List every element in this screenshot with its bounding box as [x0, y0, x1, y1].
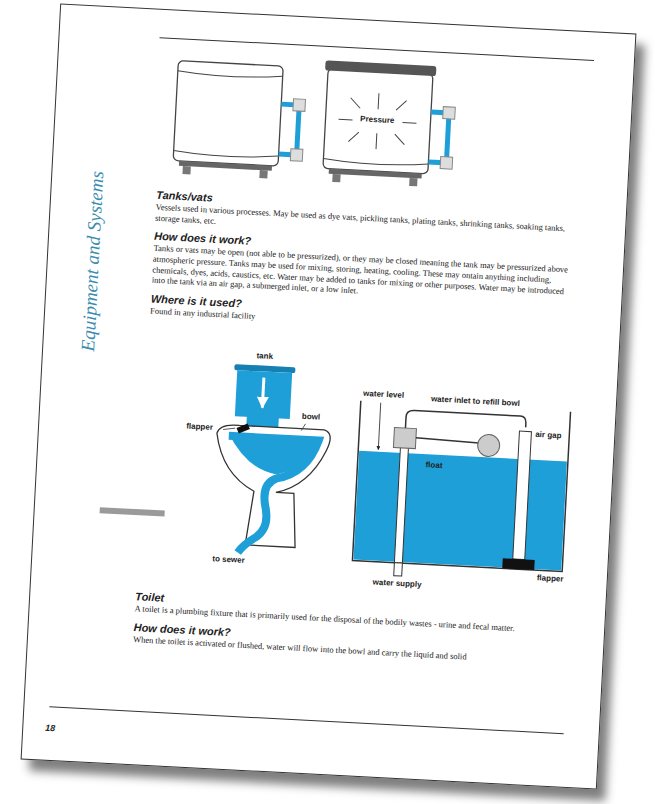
closed-tank-part — [323, 158, 428, 166]
side-bar — [100, 507, 165, 516]
open-tank-part — [279, 104, 300, 155]
rule-lines-part — [49, 707, 563, 734]
rule-lines-part — [160, 38, 594, 61]
page-illustrations — [22, 4, 636, 788]
toilet-drawing-part — [301, 424, 305, 431]
closed-tank-part — [402, 122, 416, 124]
toilet-tank-section-part — [513, 431, 532, 559]
toilet-tank-section-part — [416, 438, 479, 443]
part-label: to sewer — [212, 554, 245, 565]
toilet-drawing — [211, 363, 334, 557]
closed-tank-part — [409, 178, 417, 186]
toilet-tank-section-part — [477, 434, 500, 457]
toilet-tank-section — [352, 401, 571, 585]
closed-tank-part — [378, 93, 380, 109]
pressure-label: Pressure — [360, 114, 395, 125]
text-column: Tanks/vatsVessels used in various proces… — [150, 182, 581, 338]
closed-tank-part — [323, 69, 433, 174]
closed-tank — [319, 60, 457, 188]
closed-tank-part — [339, 119, 353, 121]
toilet-drawing-part — [237, 424, 250, 434]
closed-tank-part — [348, 132, 359, 143]
closed-tank-part — [396, 100, 407, 111]
closed-tank-part — [332, 174, 340, 182]
part-label: air gap — [535, 430, 562, 440]
toilet-tank-section-part — [378, 403, 380, 450]
closed-tank-part — [325, 60, 436, 76]
text-column: ToiletA toilet is a plumbing fixture tha… — [133, 583, 561, 666]
open-tank-part — [174, 151, 279, 159]
closed-tank-part — [394, 134, 405, 145]
closed-tank-part — [440, 157, 453, 170]
open-tank-part — [290, 149, 303, 162]
part-label: water inlet to refill bowl — [431, 394, 520, 408]
part-label: flapper — [186, 422, 213, 432]
page-number: 18 — [45, 723, 56, 734]
toilet-tank-section-part — [502, 558, 534, 570]
body-text: Found in any industrial facility — [150, 305, 575, 338]
toilet-tank-section-part — [394, 563, 403, 576]
part-label: tank — [256, 351, 273, 361]
body-text: When the toilet is activated or flushed,… — [133, 634, 558, 667]
closed-tank-part — [428, 112, 449, 163]
toilet-drawing-part — [223, 428, 235, 431]
toilet-tank-section-part — [394, 443, 408, 563]
toilet-tank-section-part — [405, 410, 526, 434]
chapter-tab: Equipment and Systems — [77, 171, 108, 352]
closed-tank-part — [350, 98, 361, 109]
open-tank-part — [173, 61, 283, 166]
toilet-drawing-part — [235, 370, 292, 419]
toilet-tank-section-part — [352, 401, 570, 572]
toilet-tank-section-part — [393, 427, 416, 448]
rule-lines — [49, 34, 599, 734]
closed-tank-part — [329, 169, 422, 179]
side-bar-part — [100, 507, 165, 516]
toilet-tank-section-part — [354, 451, 567, 571]
part-label: flapper — [537, 573, 564, 583]
open-tank-part — [293, 99, 306, 112]
book-page: Tanks/vatsVessels used in various proces… — [21, 3, 637, 789]
part-label: water level — [363, 389, 404, 400]
open-tank-part — [179, 161, 272, 171]
open-tank-part — [178, 71, 283, 79]
part-label: water supply — [372, 578, 421, 590]
toilet-drawing-part — [227, 434, 319, 477]
part-label: bowl — [302, 412, 321, 422]
open-tank-part — [182, 166, 190, 174]
closed-tank-part — [443, 107, 456, 120]
open-tank — [172, 61, 307, 181]
open-tank-part — [259, 170, 267, 178]
closed-tank-part — [376, 133, 378, 149]
part-label: float — [425, 460, 442, 470]
toilet-drawing-part — [262, 378, 264, 408]
